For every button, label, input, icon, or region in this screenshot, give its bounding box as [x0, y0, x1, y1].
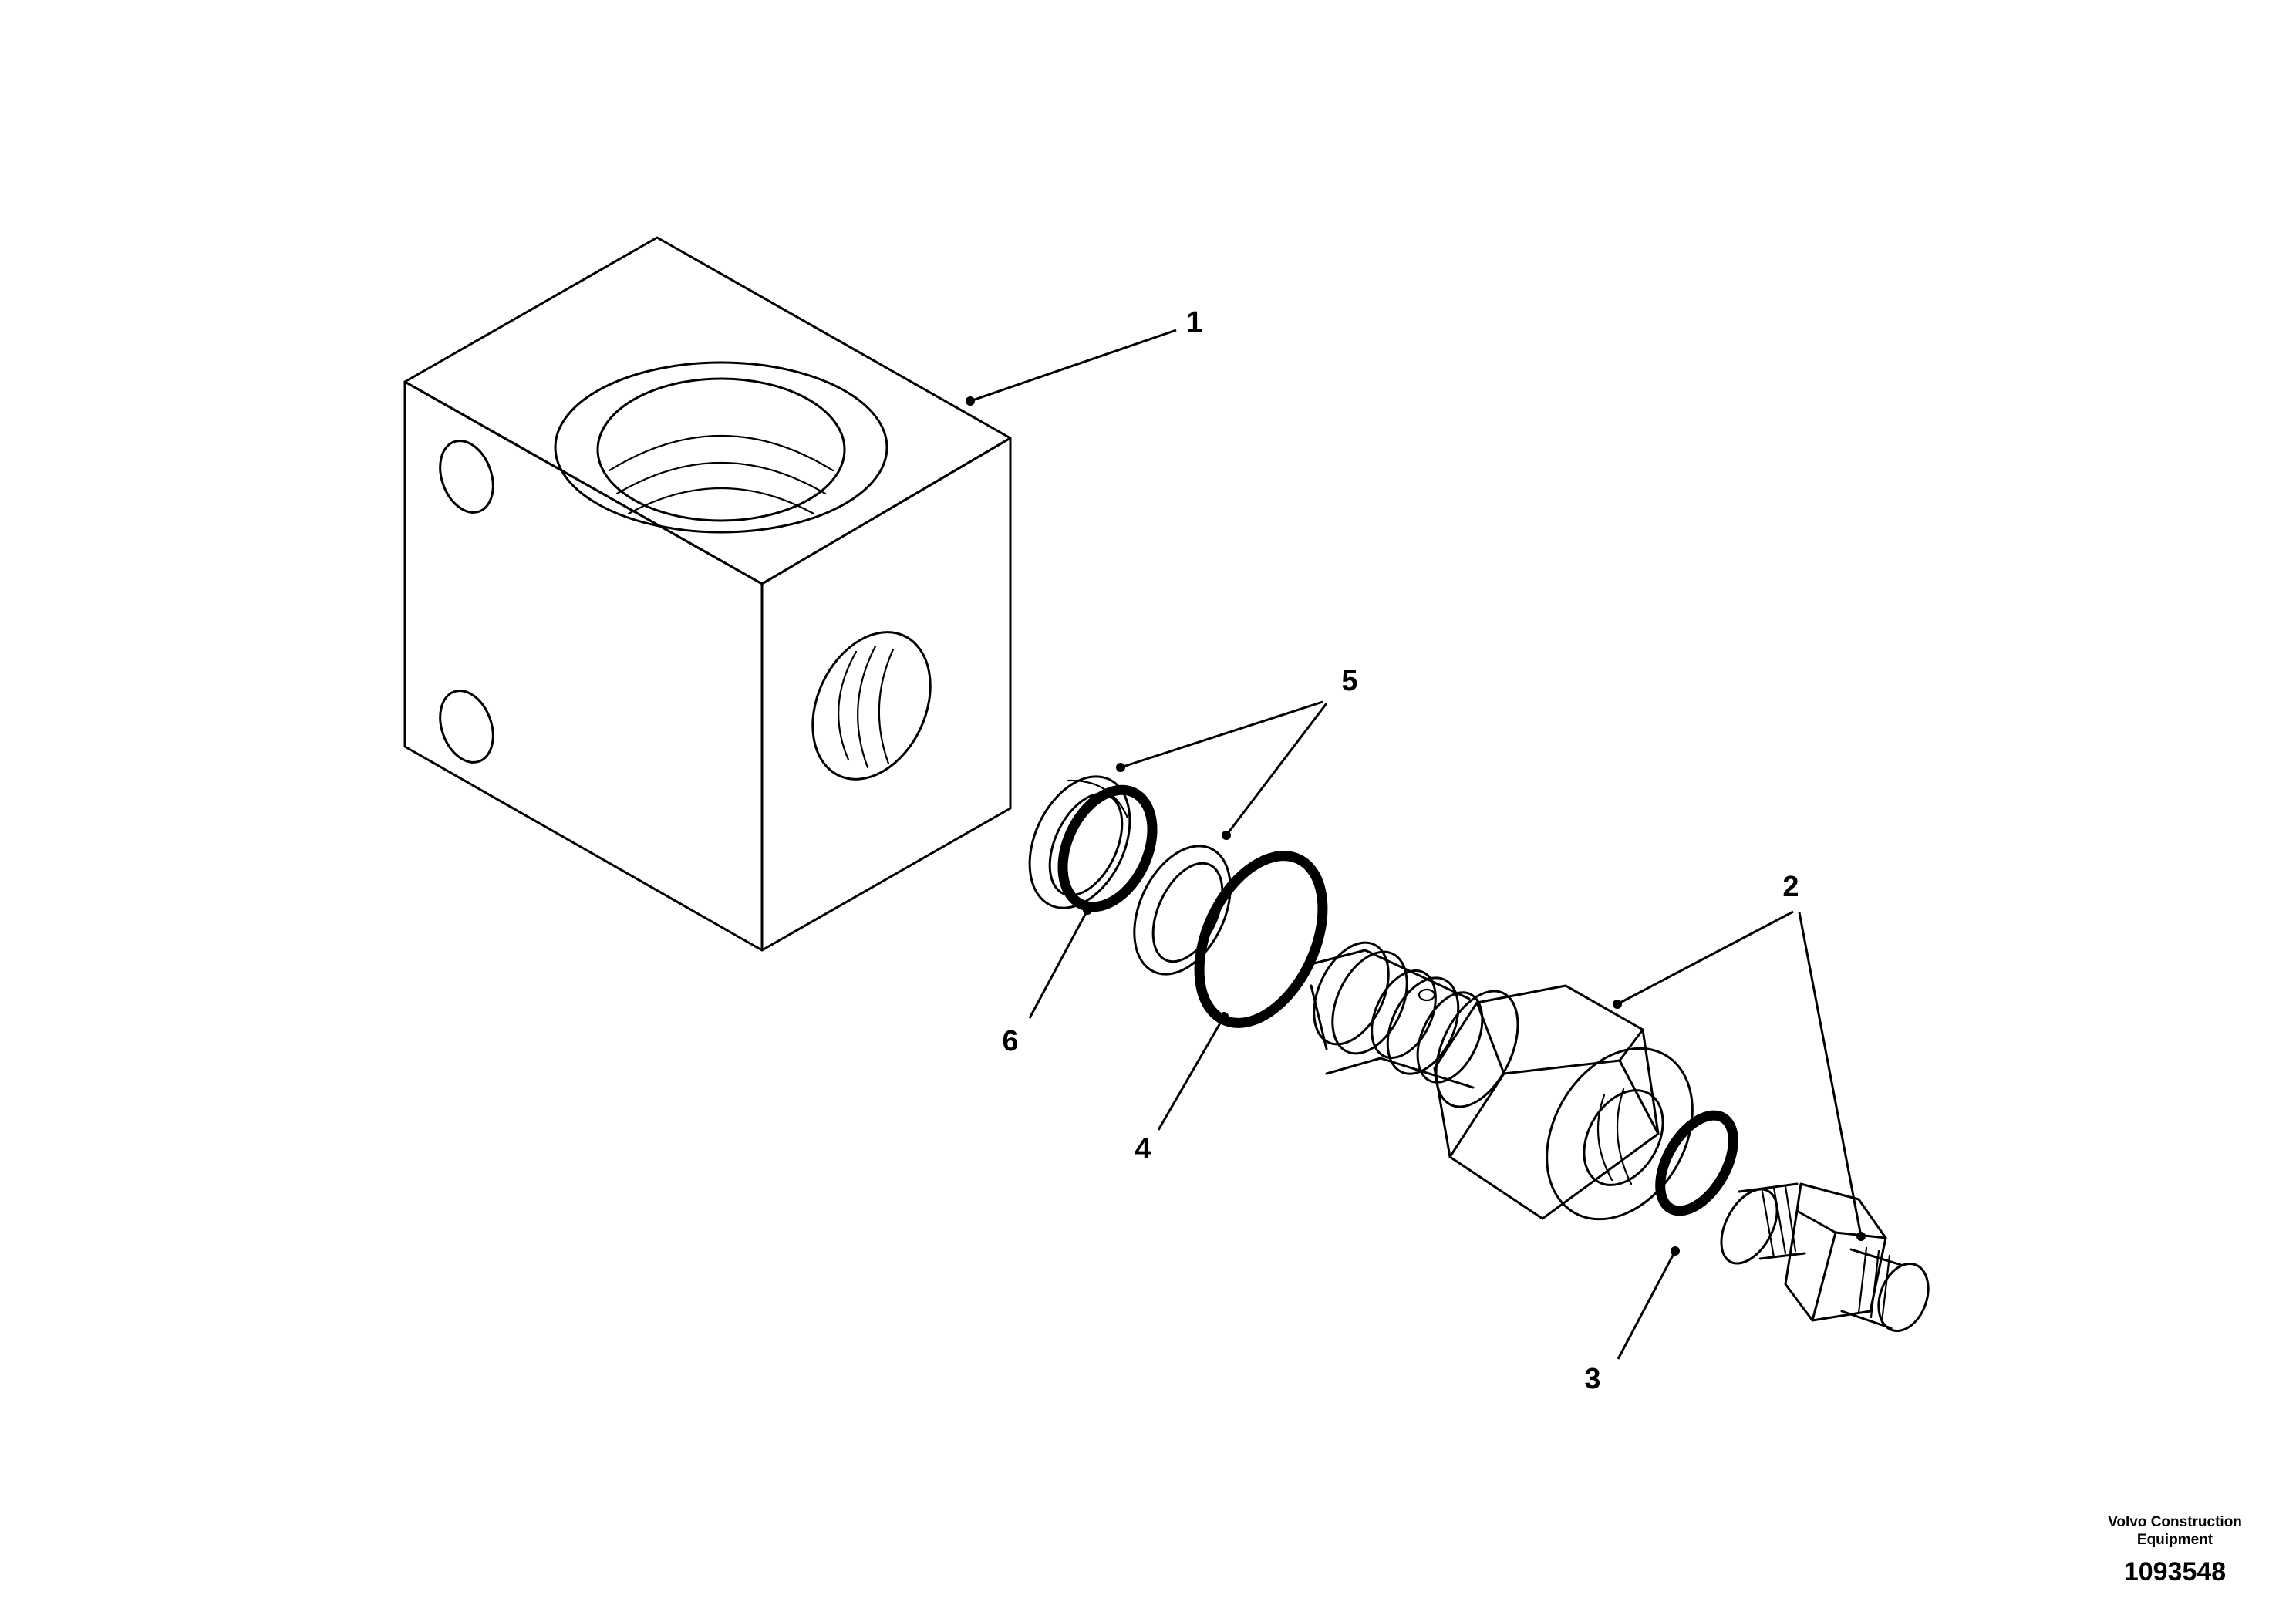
- callout-6: 6: [1002, 1025, 1018, 1057]
- drawing-number: 1093548: [2123, 1557, 2227, 1587]
- company-name-line2: Equipment: [2136, 1532, 2213, 1548]
- callout-2: 2: [1782, 871, 1799, 903]
- callout-5: 5: [1341, 665, 1357, 697]
- adjusting-screw: [1720, 1182, 1930, 1333]
- valve-housing-block: [403, 236, 1012, 952]
- valve-cartridge: [1310, 941, 1694, 1221]
- callout-1: 1: [1186, 306, 1202, 339]
- leader-lines: [966, 329, 1866, 1360]
- title-block: Volvo Construction Equipment 1093548: [2082, 1513, 2267, 1587]
- callout-labels: 1 2 3 4 5 6: [1002, 306, 1799, 1395]
- company-name-line1: Volvo Construction: [2108, 1514, 2242, 1530]
- callout-3: 3: [1584, 1363, 1600, 1395]
- o-ring-4: [1194, 851, 1328, 1028]
- callout-4: 4: [1135, 1133, 1151, 1165]
- backup-ring-right: [1133, 845, 1232, 976]
- o-ring-6: [1057, 784, 1158, 912]
- o-ring-3: [1655, 1110, 1738, 1216]
